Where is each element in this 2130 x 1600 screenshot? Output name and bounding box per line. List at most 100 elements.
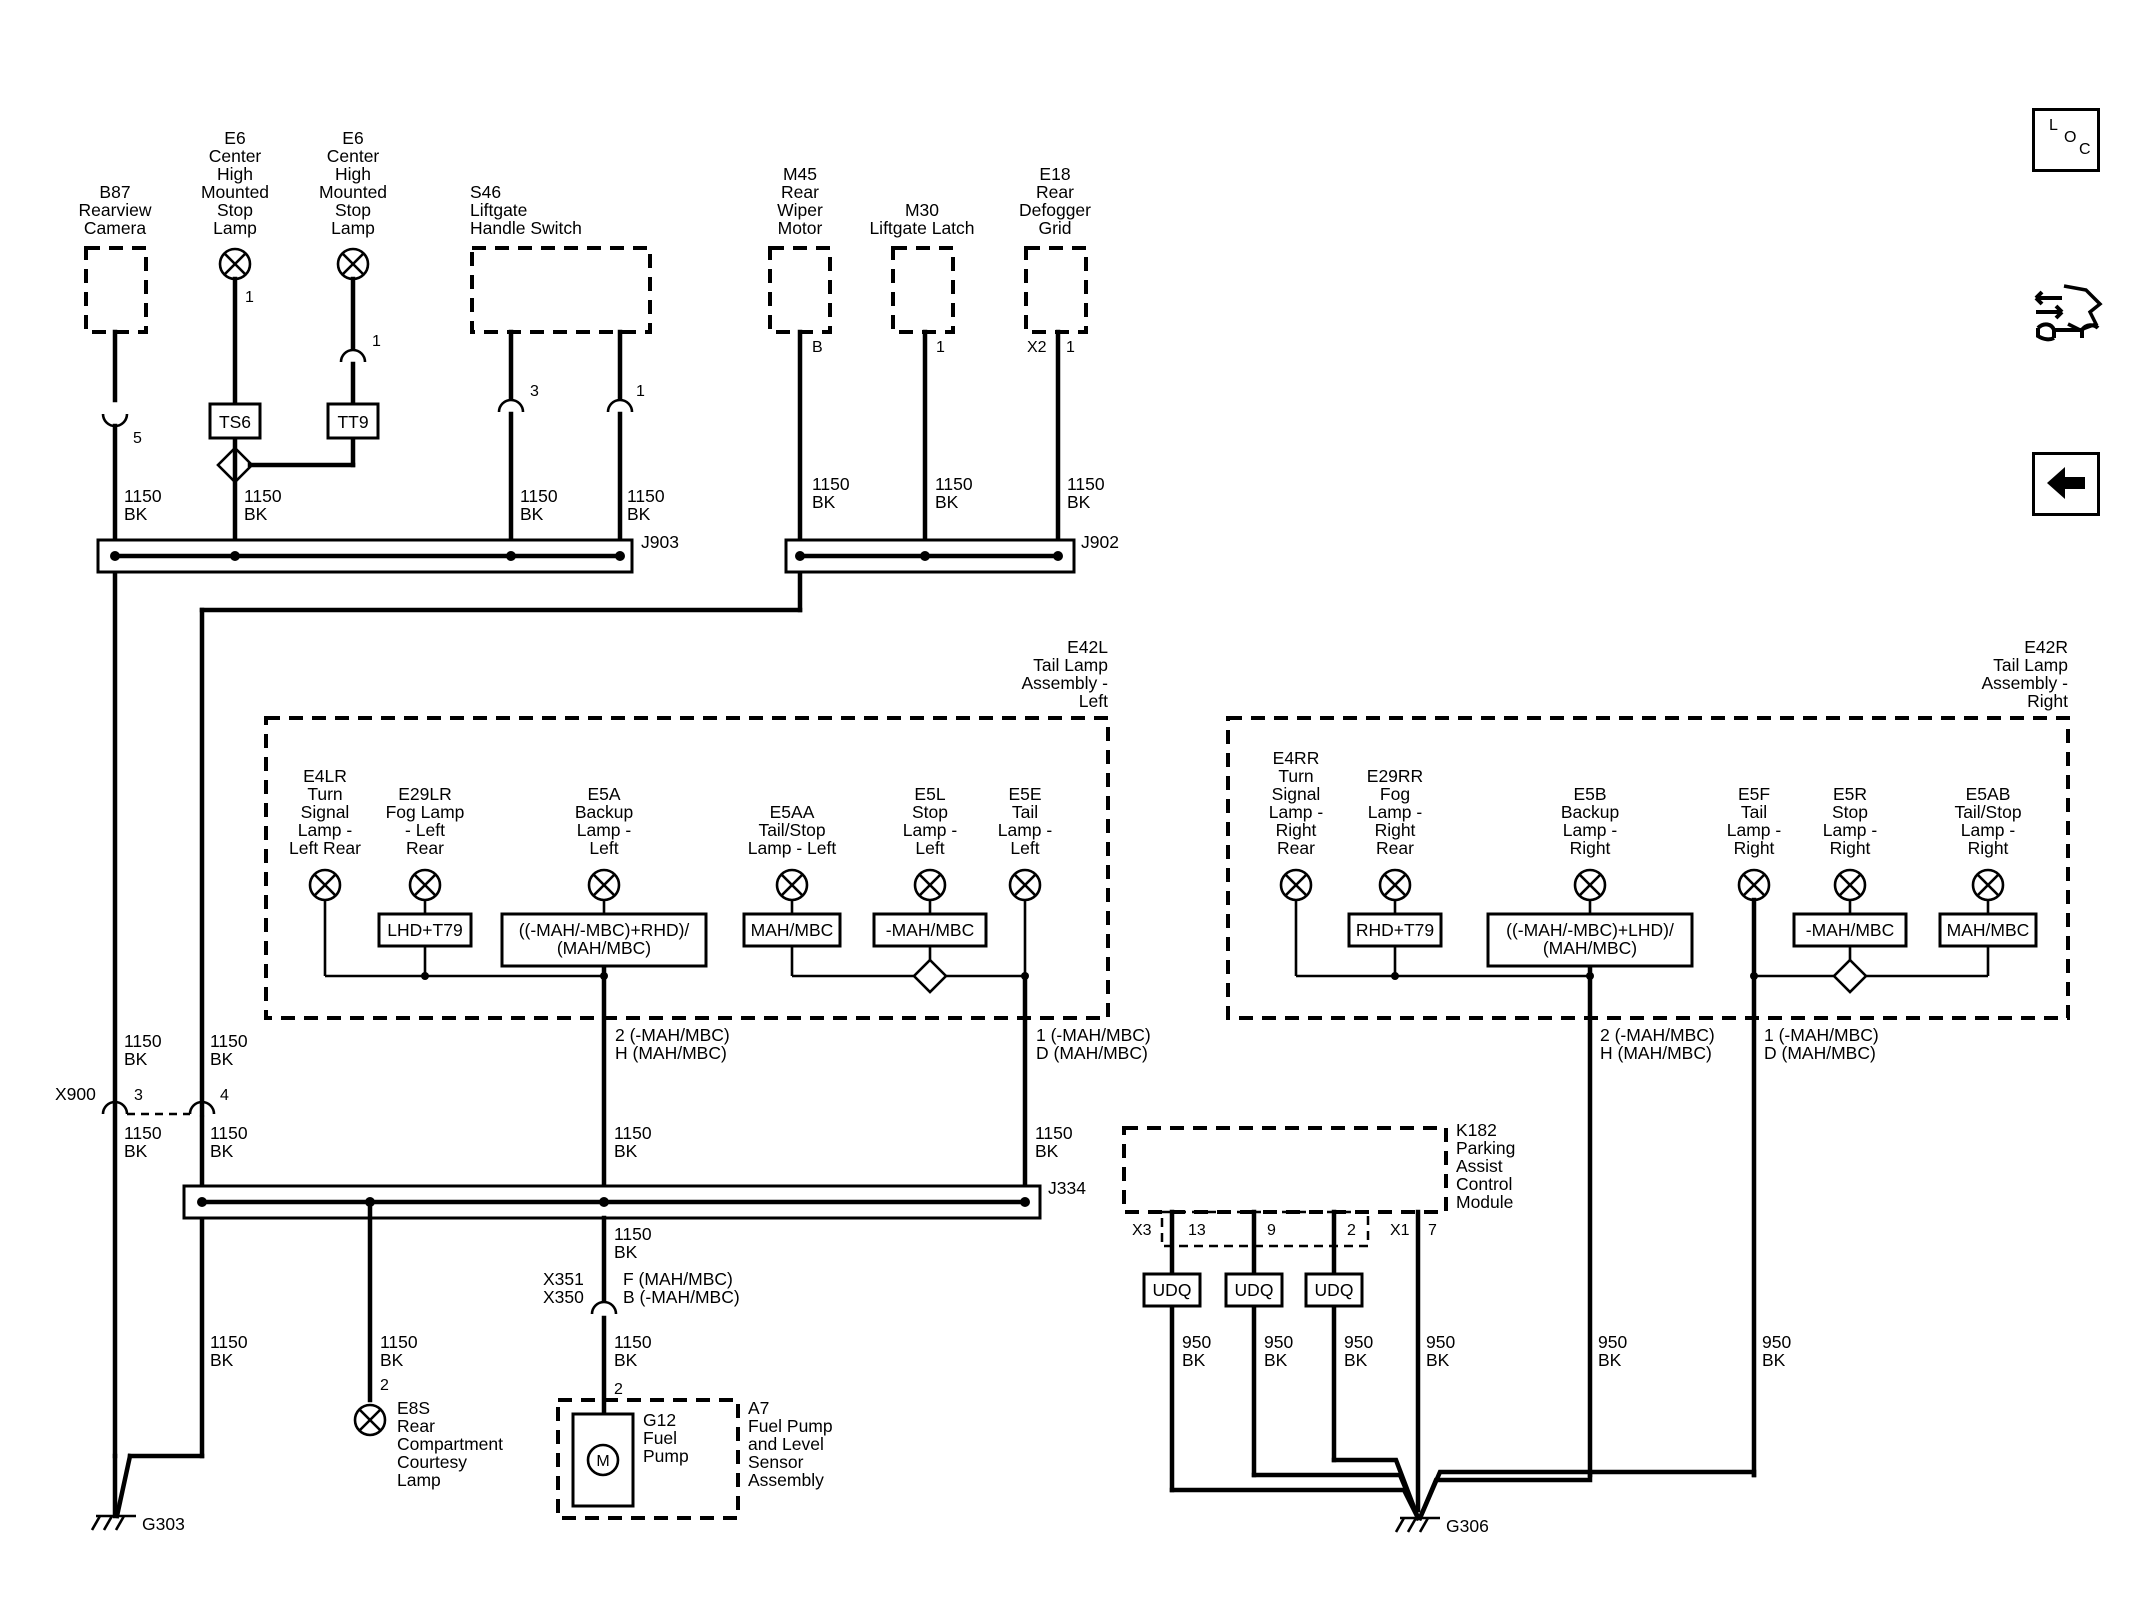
svg-text:1: 1 [1066, 339, 1075, 356]
splice-j334: J334 [182, 1178, 1086, 1220]
ground-g303: G303 [90, 1453, 205, 1534]
lamp-icon [1008, 868, 1042, 902]
option-udq-2: UDQ [1224, 1272, 1284, 1308]
location-button[interactable]: L O C [2032, 108, 2100, 172]
pin-e42l-backup: 2 (-MAH/MBC)H (MAH/MBC) [615, 1025, 730, 1063]
wires-top [101, 276, 1061, 1459]
svg-text:G303: G303 [142, 1514, 185, 1534]
motor-icon: M [586, 1443, 620, 1477]
svg-text:J903: J903 [641, 532, 679, 552]
ground-icon [90, 1514, 136, 1531]
diamond-icon [912, 958, 948, 994]
connector-tool-button[interactable] [2028, 278, 2108, 358]
back-button[interactable] [2032, 452, 2100, 516]
loc-letter-l: L [2049, 117, 2058, 134]
lamp-icon [408, 868, 442, 902]
svg-text:B: B [812, 339, 823, 356]
svg-text:1: 1 [245, 289, 254, 306]
wires-k182 [1169, 1209, 1757, 1522]
svg-text:X900: X900 [55, 1084, 96, 1104]
svg-text:1 (-MAH/MBC)D (MAH/MBC): 1 (-MAH/MBC)D (MAH/MBC) [1764, 1025, 1879, 1063]
option-udq-3: UDQ [1304, 1272, 1364, 1308]
option-udq-1: UDQ [1142, 1272, 1202, 1308]
option-lhd-t79: LHD+T79 [377, 912, 473, 948]
svg-text:9: 9 [1267, 1222, 1276, 1239]
svg-text:2 (-MAH/MBC)H (MAH/MBC): 2 (-MAH/MBC)H (MAH/MBC) [1600, 1025, 1715, 1063]
svg-text:3: 3 [530, 383, 539, 400]
splice-j903: J903 [96, 532, 679, 574]
svg-text:M: M [596, 1453, 609, 1470]
option-tt9: TT9 [326, 402, 380, 440]
lamp-icon [1971, 868, 2005, 902]
loc-letter-o: O [2064, 129, 2077, 146]
svg-text:X3: X3 [1132, 1222, 1152, 1239]
pin-e42l-tail: 1 (-MAH/MBC)D (MAH/MBC) [1036, 1025, 1151, 1063]
svg-text:LHD+T79: LHD+T79 [387, 920, 462, 940]
wires-lower-left [367, 1199, 618, 1423]
svg-text:1: 1 [936, 339, 945, 356]
arrow-left-icon [2047, 467, 2085, 499]
pin-e42r-tail: 1 (-MAH/MBC)D (MAH/MBC) [1764, 1025, 1879, 1063]
svg-text:2: 2 [380, 1377, 389, 1394]
svg-text:1 (-MAH/MBC)D (MAH/MBC): 1 (-MAH/MBC)D (MAH/MBC) [1036, 1025, 1151, 1063]
svg-text:((-MAH/-MBC)+LHD)/(MAH/MBC): ((-MAH/-MBC)+LHD)/(MAH/MBC) [1506, 920, 1674, 958]
pin-b87: 5 [133, 430, 142, 447]
pin-e42r-backup: 2 (-MAH/MBC)H (MAH/MBC) [1600, 1025, 1715, 1063]
lamp-icon [353, 1403, 387, 1437]
lamp-icon [1737, 868, 1771, 902]
option-neg-mah-mbc-left: -MAH/MBC [872, 912, 988, 948]
lamp-icon [1833, 868, 1867, 902]
